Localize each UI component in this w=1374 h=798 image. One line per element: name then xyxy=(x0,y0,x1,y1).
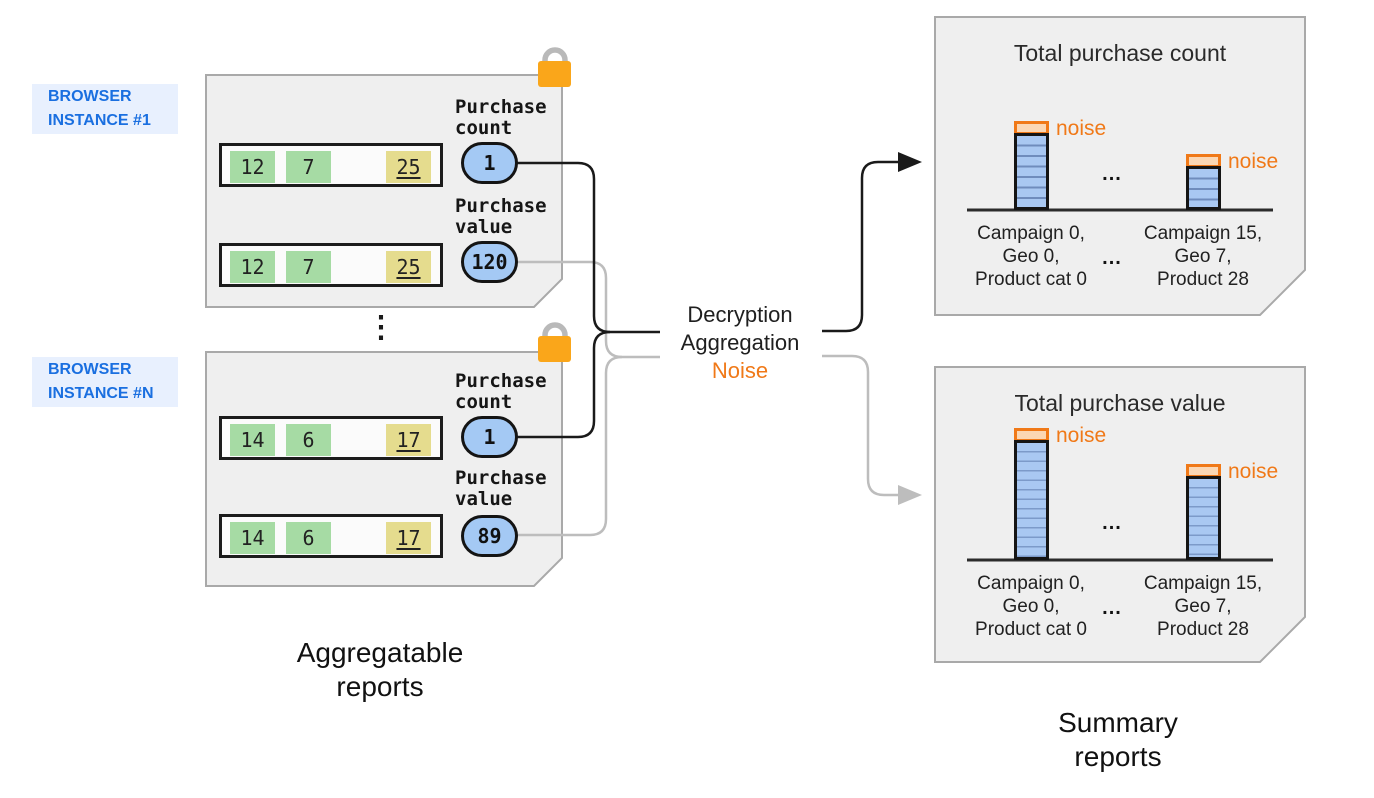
lock-shackle xyxy=(542,322,568,337)
browser-instance-1-badge: BROWSER INSTANCE #1 xyxy=(32,84,178,134)
aggregation-key-chip: 6 xyxy=(286,522,331,554)
labels-ellipsis: ... xyxy=(1102,597,1122,619)
aggregatable-value-chip: 17 xyxy=(386,522,431,554)
lock-body xyxy=(538,336,571,362)
aggregatable-report-row: 12 7 25 xyxy=(219,243,443,287)
summary-reports-caption: Summary reports xyxy=(1058,707,1178,772)
aggregatable-value-chip: 17 xyxy=(386,424,431,456)
lock-icon xyxy=(538,47,571,87)
count-chart-title: Total purchase count xyxy=(1013,40,1227,66)
purchase-value-bubble: 120 xyxy=(461,241,518,283)
count-bar-2 xyxy=(1186,166,1221,210)
count-flow-line-to-summary xyxy=(822,160,899,333)
purchase-count-label: Purchase count xyxy=(455,96,547,139)
noise-annotation: noise xyxy=(1056,424,1107,447)
aggregation-key-chip: 7 xyxy=(286,251,331,283)
value-x-label-2: Campaign 15, Geo 7, Product 28 xyxy=(1143,573,1263,640)
purchase-value-label: Purchase value xyxy=(455,195,547,238)
browser-instance-n-badge: BROWSER INSTANCE #N xyxy=(32,357,178,407)
value-flow-line-to-summary xyxy=(822,354,899,497)
count-flow-line-from-instance-1 xyxy=(517,161,660,334)
noise-annotation: noise xyxy=(1228,150,1279,173)
aggregatable-report-row: 12 7 25 xyxy=(219,143,443,187)
aggregation-key-chip: 14 xyxy=(230,522,275,554)
more-reports-ellipsis: ⋮ xyxy=(366,311,396,344)
aggregatable-reports-caption: Aggregatable reports xyxy=(296,637,464,702)
lock-shackle xyxy=(542,47,568,62)
process-step-decryption: Decryption xyxy=(687,302,793,327)
aggregation-process-label: Decryption Aggregation Noise xyxy=(640,301,840,385)
process-step-aggregation: Aggregation xyxy=(680,330,800,355)
value-bar-1 xyxy=(1014,440,1049,560)
purchase-value-bubble: 89 xyxy=(461,515,518,557)
value-flow-arrowhead xyxy=(898,485,922,505)
count-x-label-2: Campaign 15, Geo 7, Product 28 xyxy=(1143,223,1263,290)
lock-body xyxy=(538,61,571,87)
labels-ellipsis: ... xyxy=(1102,247,1122,269)
value-flow-line-from-instance-n xyxy=(517,355,623,537)
aggregation-key-chip: 6 xyxy=(286,424,331,456)
count-x-label-1: Campaign 0, Geo 0, Product cat 0 xyxy=(975,223,1087,290)
aggregatable-value-chip: 25 xyxy=(386,151,431,183)
noise-annotation: noise xyxy=(1228,460,1279,483)
count-flow-arrowhead xyxy=(898,152,922,172)
purchase-count-label: Purchase count xyxy=(455,370,547,413)
value-flow-line-from-instance-1 xyxy=(517,260,660,359)
noise-annotation: noise xyxy=(1056,117,1107,140)
purchase-count-bubble: 1 xyxy=(461,142,518,184)
value-bar-2 xyxy=(1186,476,1221,560)
aggregatable-report-row: 14 6 17 xyxy=(219,416,443,460)
purchase-count-bubble: 1 xyxy=(461,416,518,458)
aggregatable-report-row: 14 6 17 xyxy=(219,514,443,558)
purchase-value-label: Purchase value xyxy=(455,467,547,510)
value-x-label-1: Campaign 0, Geo 0, Product cat 0 xyxy=(975,573,1087,640)
aggregatable-value-chip: 25 xyxy=(386,251,431,283)
bars-ellipsis: ... xyxy=(1102,512,1122,534)
bars-ellipsis: ... xyxy=(1102,163,1122,185)
aggregation-key-chip: 12 xyxy=(230,251,275,283)
lock-icon xyxy=(538,322,571,362)
aggregation-key-chip: 14 xyxy=(230,424,275,456)
count-flow-line-from-instance-n xyxy=(517,330,611,439)
count-bar-1 xyxy=(1014,133,1049,210)
value-chart-title: Total purchase value xyxy=(1014,390,1226,416)
aggregation-key-chip: 7 xyxy=(286,151,331,183)
process-step-noise: Noise xyxy=(711,358,769,383)
aggregation-key-chip: 12 xyxy=(230,151,275,183)
summary-panel-count xyxy=(934,16,1306,316)
